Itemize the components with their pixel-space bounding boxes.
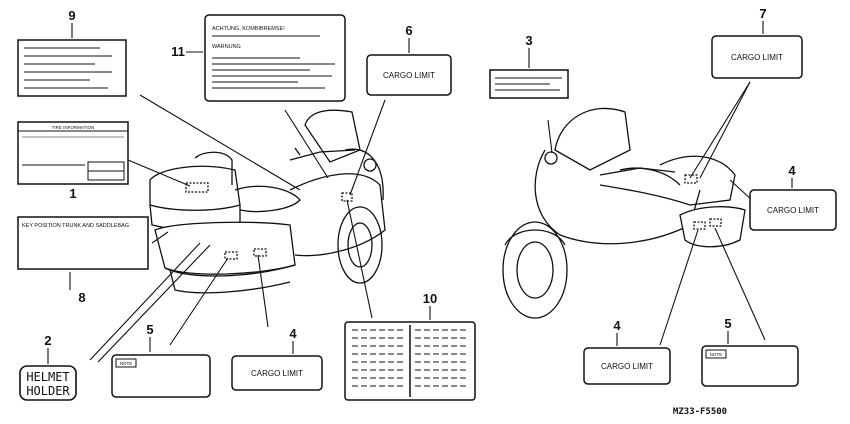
note-text-left: NOTE	[120, 361, 133, 366]
callout-10: 10	[423, 291, 437, 306]
label-5-note-right: 5 NOTE	[701, 316, 799, 387]
helmet-text-2: HOLDER	[26, 384, 70, 398]
label-5-note-left: 5 NOTE	[111, 322, 211, 398]
callout-5b: 5	[724, 316, 731, 331]
callout-6: 6	[405, 23, 412, 38]
key-position-text: KEY POSITION TRUNK AND SADDLEBAG	[22, 223, 129, 229]
label-6-cargo-limit: 6 CARGO LIMIT	[366, 23, 452, 96]
motorcycle-front-icon	[502, 107, 746, 319]
note-text-right: NOTE	[710, 352, 723, 357]
label-11-warnung: 11 ACHTUNG, KOMBIBREMSE! WARNUNG	[171, 14, 346, 102]
callout-7: 7	[759, 6, 766, 21]
label-3-sticker: 3	[489, 33, 569, 99]
callout-3: 3	[525, 33, 532, 48]
label-9-sticker: 9	[17, 8, 127, 97]
label-4-cargo-limit-right: 4 CARGO LIMIT	[749, 163, 837, 231]
callout-1: 1	[69, 186, 76, 201]
cargo-limit-text-4c: CARGO LIMIT	[601, 362, 653, 371]
callout-4b: 4	[788, 163, 796, 178]
label-8-key-position: KEY POSITION TRUNK AND SADDLEBAG 8	[17, 216, 149, 305]
label-10-table: 10	[344, 291, 476, 401]
callout-2: 2	[44, 333, 51, 348]
leader-lines	[89, 81, 766, 363]
label-4-cargo-limit-left: 4 CARGO LIMIT	[231, 326, 323, 391]
callout-11: 11	[171, 44, 185, 59]
helmet-text-1: HELMET	[26, 370, 69, 384]
cargo-limit-text-7: CARGO LIMIT	[731, 53, 783, 62]
tire-information-title: TIRE INFORMATION	[52, 125, 95, 130]
achtung-text: ACHTUNG, KOMBIBREMSE!	[212, 26, 285, 32]
label-2-helmet-holder: 2 HELMET HOLDER	[19, 333, 77, 401]
callout-8: 8	[78, 290, 85, 305]
callout-5a: 5	[146, 322, 153, 337]
callout-4a: 4	[289, 326, 297, 341]
warnung-text: WARNUNG	[212, 44, 241, 50]
motorcycle-rear-icon	[149, 109, 386, 294]
cargo-limit-text-4b: CARGO LIMIT	[767, 206, 819, 215]
cargo-limit-text-6: CARGO LIMIT	[383, 71, 435, 80]
cargo-limit-text-4a: CARGO LIMIT	[251, 369, 303, 378]
label-7-cargo-limit: 7 CARGO LIMIT	[711, 6, 803, 79]
callout-9: 9	[68, 8, 75, 23]
label-4-cargo-limit-bottom: 4 CARGO LIMIT	[583, 318, 671, 385]
callout-4c: 4	[613, 318, 621, 333]
label-1-tire-information: TIRE INFORMATION 1	[17, 121, 129, 201]
diagram-code: MZ33-F5500	[673, 407, 727, 417]
